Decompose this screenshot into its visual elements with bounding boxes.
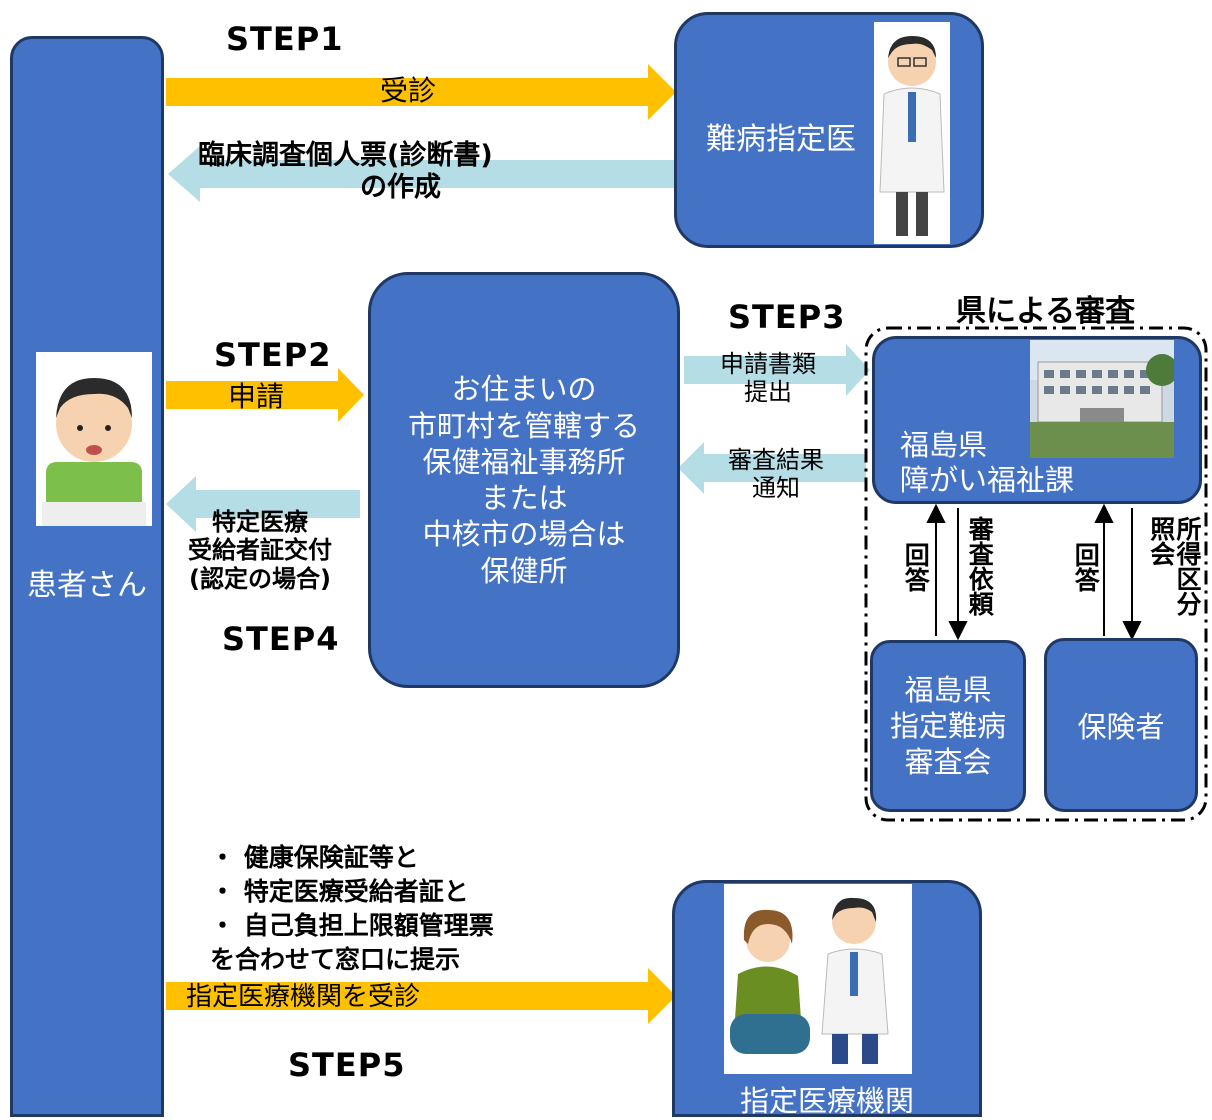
step5-note-2: ・ 特定医療受給者証と xyxy=(210,877,469,906)
welfare-office-box: お住まいの 市町村を管轄する 保健福祉事務所 または 中核市の場合は 保健所 xyxy=(368,272,680,688)
consult-arrow xyxy=(166,64,676,120)
consultation-figures-icon xyxy=(730,897,889,1064)
apply-label: 申請 xyxy=(228,380,285,413)
designated-doctor-label: 難病指定医 xyxy=(706,122,856,157)
medical-institution-label: 指定医療機関 xyxy=(739,1084,914,1118)
step1-label: STEP1 xyxy=(226,20,344,58)
certificate-arrow xyxy=(166,476,360,532)
submit-arrow xyxy=(684,344,870,396)
doctor-figure-icon xyxy=(879,36,945,236)
clinical-form-label: 臨床調査個人票(診断書) の作成 xyxy=(198,140,493,203)
request-review-label: 審査依頼 xyxy=(965,516,995,616)
review-committee-box: 福島県 指定難病 審査会 xyxy=(870,640,1026,812)
visit-arrow xyxy=(166,968,676,1024)
patient-label: 患者さん xyxy=(27,568,147,603)
step5-label: STEP5 xyxy=(288,1046,406,1084)
visit-institution-label: 指定医療機関を受診 xyxy=(186,982,421,1012)
submit-docs-label: 申請書類 提出 xyxy=(720,350,816,407)
apply-arrow xyxy=(166,368,364,422)
review-heading: 県による審査 xyxy=(956,294,1136,329)
step2-label: STEP2 xyxy=(214,336,332,374)
clinical-form-arrow xyxy=(168,146,676,202)
medical-consult-illustration xyxy=(724,884,912,1074)
building-photo-icon xyxy=(1030,340,1174,458)
pref-division-label: 福島県 障がい福祉課 xyxy=(900,428,1075,497)
review-region-border xyxy=(864,326,1208,822)
patient-box xyxy=(10,36,164,1117)
income-inquiry-label: 所得区分照会 xyxy=(1146,516,1202,616)
consult-label: 受診 xyxy=(380,74,437,107)
step5-note-4: を合わせて窓口に提示 xyxy=(210,945,461,974)
reply-label-1: 回答 xyxy=(901,542,931,592)
result-notice-label: 審査結果 通知 xyxy=(728,446,824,503)
patient-figure-icon xyxy=(42,378,146,526)
patient-illustration xyxy=(36,352,152,526)
step5-note-3: ・ 自己負担上限額管理票 xyxy=(210,911,494,940)
step4-label: STEP4 xyxy=(222,620,340,658)
step5-note-1: ・ 健康保険証等と xyxy=(210,843,419,872)
step3-label: STEP3 xyxy=(728,298,846,336)
result-arrow xyxy=(678,442,866,494)
certificate-label: 特定医療 受給者証交付 (認定の場合) xyxy=(188,508,332,593)
reply-label-2: 回答 xyxy=(1071,542,1101,592)
pref-building-photo xyxy=(1030,340,1174,458)
doctor-illustration xyxy=(874,22,950,244)
insurer-box: 保険者 xyxy=(1044,638,1198,812)
